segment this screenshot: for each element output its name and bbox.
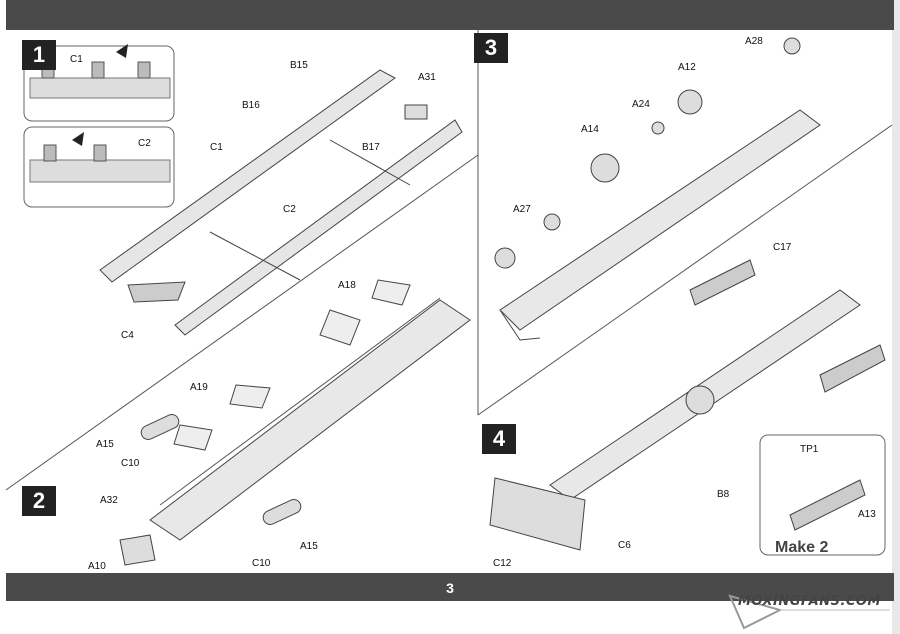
bottom-footer-bar bbox=[6, 573, 894, 601]
step2-frame bbox=[119, 279, 471, 566]
step3-labels: A28 A12 A24 A14 A27 bbox=[513, 36, 763, 215]
label-a24: A24 bbox=[632, 99, 650, 110]
step-number-2: 2 bbox=[22, 486, 56, 516]
step1-labels: C1 C2 B15 B16 A31 B17 C1 C2 C4 bbox=[70, 54, 436, 341]
step4-frame bbox=[489, 259, 886, 556]
top-header-bar bbox=[6, 0, 894, 30]
divider-step1-step2 bbox=[5, 154, 479, 491]
label-a15-right: A15 bbox=[300, 541, 318, 552]
label-a13: A13 bbox=[858, 509, 876, 520]
label-c4: C4 bbox=[121, 330, 134, 341]
label-a14: A14 bbox=[581, 124, 599, 135]
label-b17: B17 bbox=[362, 142, 380, 153]
label-b16: B16 bbox=[242, 100, 260, 111]
step3-frame bbox=[494, 37, 821, 341]
step1-inset-bottom bbox=[23, 126, 175, 208]
label-c2-inset: C2 bbox=[138, 138, 151, 149]
label-a27: A27 bbox=[513, 204, 531, 215]
label-a12: A12 bbox=[678, 62, 696, 73]
label-c12: C12 bbox=[493, 558, 512, 569]
page-edge bbox=[892, 0, 900, 634]
step-number-1: 1 bbox=[22, 40, 56, 70]
divider-step3-step4 bbox=[477, 124, 893, 416]
label-a31: A31 bbox=[418, 72, 436, 83]
label-a18: A18 bbox=[338, 280, 356, 291]
label-a32: A32 bbox=[100, 495, 118, 506]
step4-labels: C17 TP1 A13 B8 C12 C6 bbox=[493, 242, 876, 569]
step1-frame bbox=[99, 69, 463, 336]
label-c1-inset: C1 bbox=[70, 54, 83, 65]
label-a19: A19 bbox=[190, 382, 208, 393]
watermark-text: MOXINGFANS.COM bbox=[738, 594, 881, 609]
label-c1: C1 bbox=[210, 142, 223, 153]
make-stamp-text: Make 2 bbox=[775, 539, 828, 556]
step-number-4: 4 bbox=[482, 424, 516, 454]
label-a15-left: A15 bbox=[96, 439, 114, 450]
step2-labels: A18 A19 A15 C10 A32 A10 A15 C10 bbox=[88, 280, 356, 572]
label-b15: B15 bbox=[290, 60, 308, 71]
label-a10: A10 bbox=[88, 561, 106, 572]
label-c10-bottom: C10 bbox=[252, 558, 271, 569]
label-a28: A28 bbox=[745, 36, 763, 47]
label-c6: C6 bbox=[618, 540, 631, 551]
step-number-3: 3 bbox=[474, 33, 508, 63]
label-c2: C2 bbox=[283, 204, 296, 215]
page-number: 3 bbox=[446, 580, 454, 596]
label-c10-top: C10 bbox=[121, 458, 140, 469]
label-b8: B8 bbox=[717, 489, 730, 500]
label-tp1: TP1 bbox=[800, 444, 819, 455]
watermark-logo-icon bbox=[728, 594, 890, 630]
label-c17: C17 bbox=[773, 242, 792, 253]
